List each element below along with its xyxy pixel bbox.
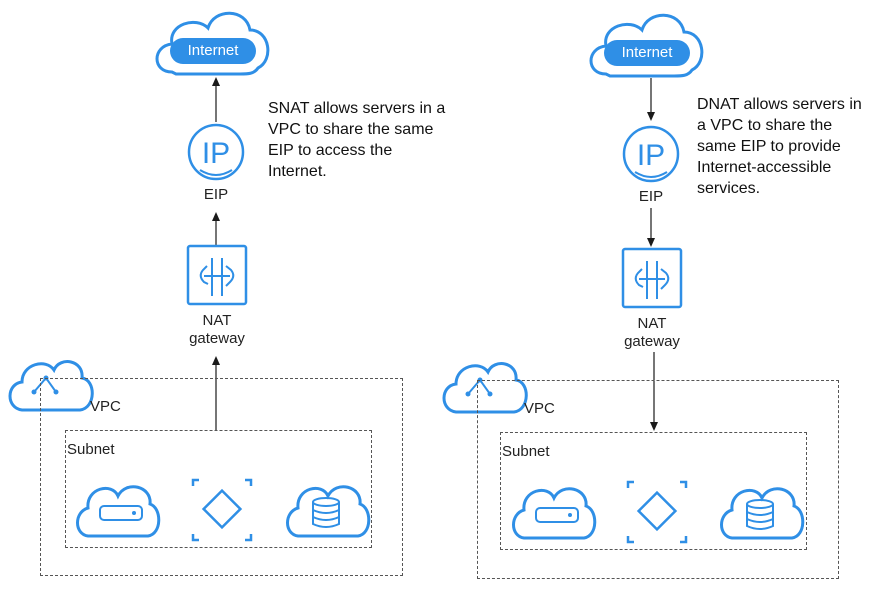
snat-vpc-label: VPC: [90, 398, 121, 415]
dnat-vpc-label: VPC: [524, 400, 555, 417]
dnat-vpc-boundary: [477, 380, 839, 579]
bms-icon: [191, 478, 253, 542]
arrow-down-icon: [650, 422, 658, 431]
nat-gateway-icon: [621, 247, 683, 309]
vpc-cloud-icon: [442, 362, 528, 414]
dnat-subnet-label: Subnet: [502, 443, 550, 460]
snat-internet-label: Internet: [187, 42, 239, 59]
rds-database-icon: [286, 485, 371, 538]
snat-vpc-boundary: [40, 378, 403, 576]
arrow-up-icon: [212, 356, 220, 365]
snat-description: SNAT allows servers in a VPC to share th…: [268, 100, 446, 180]
eip-icon: IP: [187, 123, 245, 181]
snat-subnet-label: Subnet: [67, 441, 115, 458]
internet-cloud-icon: [589, 13, 704, 78]
snat-nat-label-line2: gateway: [189, 330, 245, 347]
dnat-nat-label-line1: NAT: [637, 315, 667, 332]
svg-text:IP: IP: [202, 137, 230, 170]
arrow-up-icon: [212, 212, 220, 221]
svg-text:IP: IP: [637, 139, 665, 172]
eip-icon: IP: [622, 125, 680, 183]
dnat-description: DNAT allows servers in a VPC to share th…: [697, 96, 862, 197]
dnat-subnet-boundary: [500, 432, 807, 550]
rds-database-icon: [720, 487, 805, 540]
dnat-internet-label: Internet: [621, 44, 673, 61]
vpc-cloud-icon: [8, 360, 94, 412]
snat-subnet-boundary: [65, 430, 372, 548]
nat-gateway-icon: [186, 244, 248, 306]
arrow-down-icon: [647, 238, 655, 247]
internet-cloud-icon: [155, 11, 270, 76]
ecs-server-icon: [512, 487, 597, 540]
arrow-down-icon: [647, 112, 655, 121]
dnat-eip-label: EIP: [638, 188, 664, 205]
dnat-nat-label-line2: gateway: [624, 333, 680, 350]
snat-nat-label-line1: NAT: [202, 312, 232, 329]
bms-icon: [626, 480, 688, 544]
ecs-server-icon: [76, 485, 161, 538]
arrow-up-icon: [212, 77, 220, 86]
snat-eip-label: EIP: [203, 186, 229, 203]
